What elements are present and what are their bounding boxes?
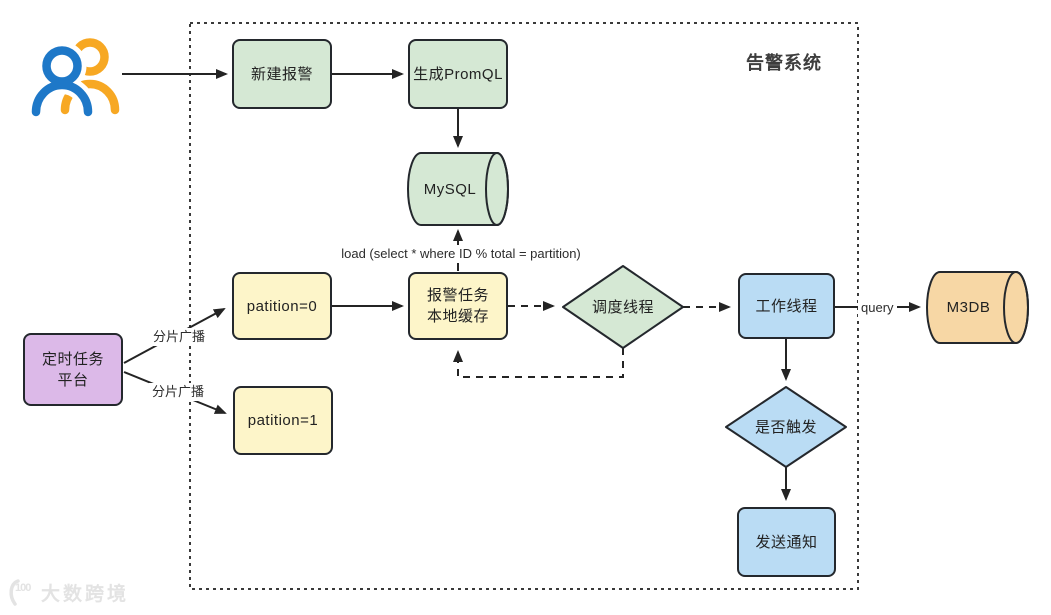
shard-broadcast-label-top: 分片广播 bbox=[150, 328, 209, 346]
node-partition1: patition=1 bbox=[233, 386, 333, 455]
edge-scheduler-loop-to-cache bbox=[453, 348, 624, 378]
watermark-text: 大数跨境 bbox=[41, 583, 130, 605]
node-alert-cache: 报警任务 本地缓存 bbox=[408, 272, 508, 340]
node-send-notification: 发送通知 bbox=[737, 507, 836, 577]
node-gen-promql: 生成PromQL bbox=[408, 39, 508, 109]
alert-system-boundary bbox=[189, 22, 859, 590]
users-icon bbox=[27, 38, 120, 121]
alert-system-title: 告警系统 bbox=[746, 53, 822, 73]
node-task-platform: 定时任务 平台 bbox=[23, 333, 123, 406]
watermark-logo-text: 100 bbox=[15, 582, 31, 594]
node-worker-thread: 工作线程 bbox=[738, 273, 835, 339]
scheduler-thread-diamond-shape bbox=[562, 265, 684, 349]
node-create-alert: 新建报警 bbox=[232, 39, 332, 109]
shard-broadcast-label-bottom: 分片广播 bbox=[149, 383, 208, 401]
watermark-logo-icon: 100 bbox=[9, 579, 32, 606]
mysql-cylinder-shape bbox=[407, 152, 509, 226]
m3db-cylinder-shape bbox=[926, 271, 1029, 344]
node-partition0: patition=0 bbox=[232, 272, 332, 340]
load-edge-label: load (select * where ID % total = partit… bbox=[330, 245, 592, 263]
query-edge-label: query bbox=[858, 299, 897, 317]
watermark: 100 大数跨境 bbox=[6, 577, 129, 607]
trigger-check-diamond-shape bbox=[725, 386, 847, 468]
